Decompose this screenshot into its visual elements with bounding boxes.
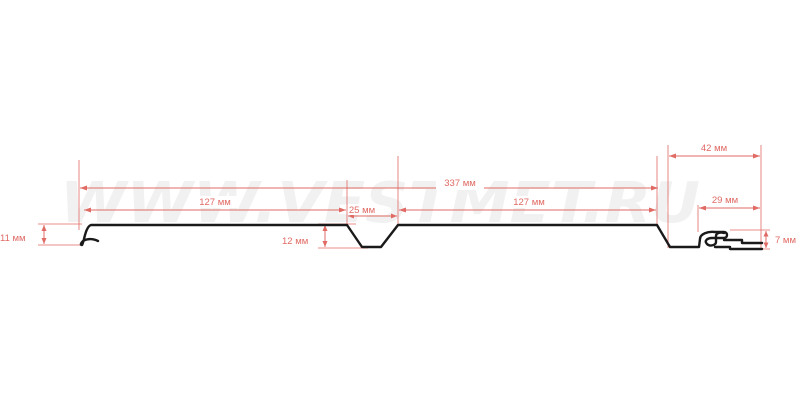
label-panel-left: 127 мм [199, 197, 231, 208]
lock-return-segment [722, 238, 764, 245]
dim-groove-width: 25 мм [348, 204, 397, 219]
label-groove-width: 25 мм [349, 205, 375, 216]
dim-panel-right: 127 мм [399, 196, 656, 213]
dim-lock-height: 7 мм [763, 231, 796, 248]
dim-groove-depth: 12 мм [282, 225, 328, 247]
dim-left-edge-height: 11 мм [0, 225, 47, 244]
dim-panel-left: 127 мм [84, 196, 346, 213]
label-groove-depth: 12 мм [282, 236, 308, 247]
label-panel-right: 127 мм [513, 197, 545, 208]
label-lock-width: 42 мм [701, 143, 727, 154]
metal-profile-outline [79, 223, 764, 251]
dim-lock-width: 42 мм [669, 143, 760, 159]
watermark: WWW.VESTMET.RU [60, 171, 700, 236]
label-left-edge-height: 11 мм [0, 233, 26, 244]
dim-overall-width: 337 мм [80, 177, 658, 191]
label-lock-inner: 29 мм [712, 195, 738, 206]
label-overall-width: 337 мм [444, 178, 476, 189]
dim-lock-inner: 29 мм [699, 194, 760, 211]
label-lock-height: 7 мм [775, 235, 796, 246]
